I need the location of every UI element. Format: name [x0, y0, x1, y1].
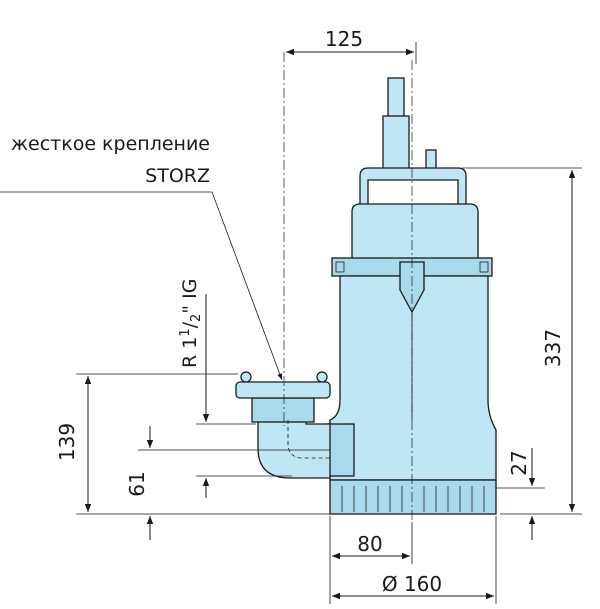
handle	[359, 167, 467, 207]
dim-base-offset: 80	[329, 516, 413, 604]
dim-thread-height: 61	[125, 426, 330, 540]
storz-callout: жесткое крепление STORZ	[0, 133, 283, 381]
callout-line1: жесткое крепление	[11, 133, 210, 155]
dim-width-top: 125	[286, 27, 417, 64]
dim-139-label: 139	[55, 423, 79, 461]
storz-coupling	[251, 397, 315, 423]
storz-flange	[235, 381, 331, 399]
dim-61-label: 61	[125, 471, 149, 496]
dim-160-label: Ø 160	[382, 572, 442, 596]
center-fin	[399, 261, 425, 314]
dim-thread: R 11/2" IG	[178, 279, 292, 498]
dim-80-label: 80	[357, 532, 382, 556]
dim-height-total: 337	[462, 167, 582, 515]
strainer-base	[329, 479, 497, 515]
cable-sleeve	[382, 115, 410, 175]
pump-body	[235, 77, 497, 515]
cable-top	[387, 77, 405, 119]
motor-housing	[351, 203, 479, 263]
dim-intake-height: 27	[496, 448, 545, 540]
callout-leader	[0, 191, 283, 381]
dim-337-label: 337	[541, 329, 565, 367]
thread-label: R 11/2" IG	[178, 279, 204, 368]
dim-27-label: 27	[507, 450, 531, 475]
callout-line2: STORZ	[145, 165, 210, 187]
dim-outlet-height: 139	[55, 373, 238, 512]
strainer-ribs	[341, 486, 485, 512]
dim-diameter: Ø 160	[332, 516, 497, 604]
dim-125-label: 125	[325, 27, 363, 51]
